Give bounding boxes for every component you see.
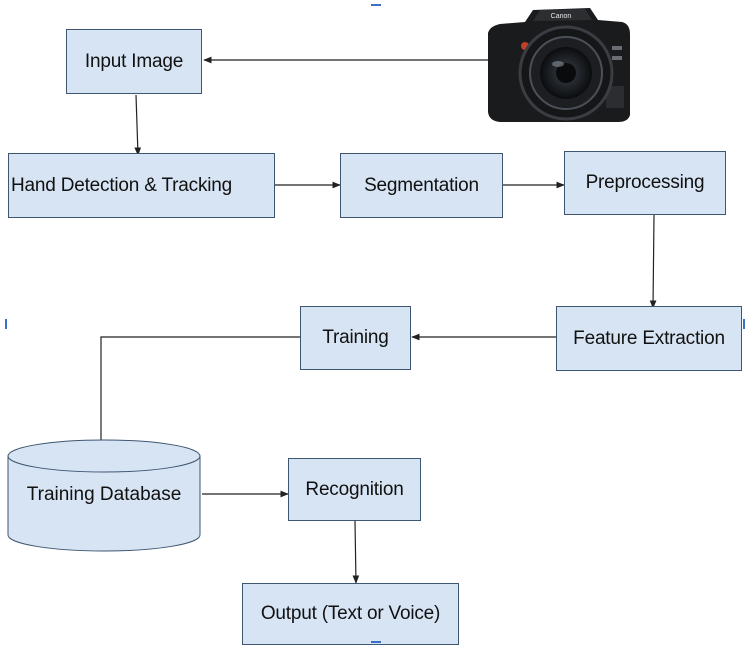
selection-handle-right[interactable] [743,319,745,329]
node-input-image[interactable]: Input Image [66,29,202,94]
node-preprocessing[interactable]: Preprocessing [564,151,726,215]
camera-icon: Canon [488,8,630,122]
node-segmentation[interactable]: Segmentation [340,153,503,218]
node-recognition[interactable]: Recognition [288,458,421,521]
arrow-preprocessing-to-feature-extraction [649,214,657,309]
connector-training-to-database [100,336,300,442]
selection-handle-bottom[interactable] [371,641,381,643]
node-feature-extraction[interactable]: Feature Extraction [556,306,742,371]
node-training-database-label[interactable]: Training Database [26,484,182,505]
training-database-cylinder [7,439,201,552]
arrow-input-to-hand-detection [134,94,142,156]
node-output[interactable]: Output (Text or Voice) [242,583,459,645]
arrow-recognition-to-output [352,520,360,584]
node-hand-detection-tracking[interactable]: Hand Detection & Tracking [8,153,275,218]
node-training[interactable]: Training [300,306,411,370]
selection-handle-top[interactable] [371,4,381,6]
camera-brand-label: Canon [551,13,572,20]
selection-handle-left[interactable] [5,319,7,329]
